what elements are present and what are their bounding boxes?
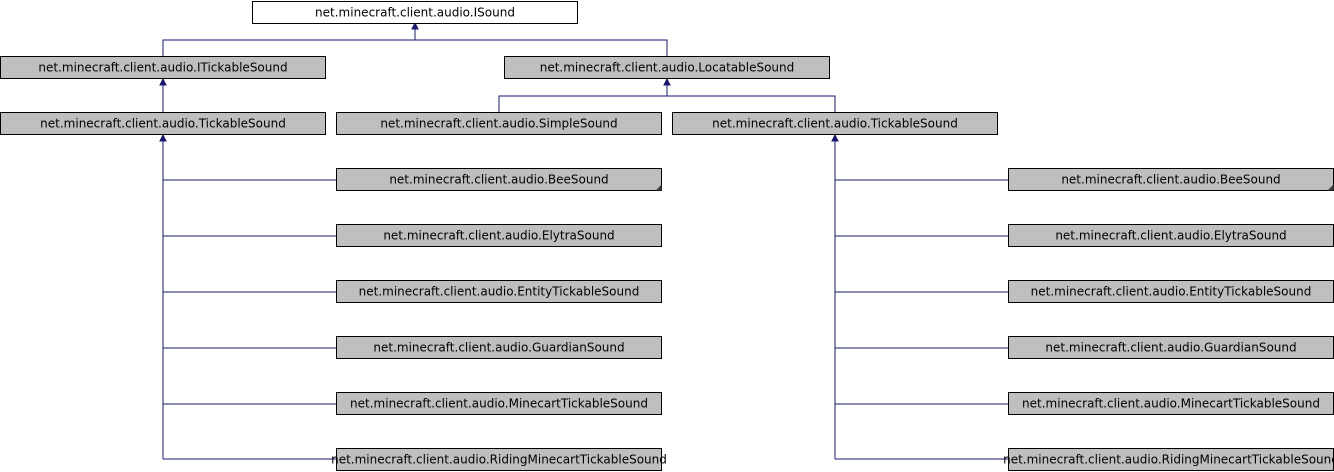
class-name-label: net.minecraft.client.audio.GuardianSound <box>1045 341 1296 355</box>
class-box <box>336 224 662 247</box>
class-node-guardian-left[interactable]: net.minecraft.client.audio.GuardianSound <box>336 336 662 359</box>
class-node-elytra-left[interactable]: net.minecraft.client.audio.ElytraSound <box>336 224 662 247</box>
class-name-label: net.minecraft.client.audio.LocatableSoun… <box>540 61 795 75</box>
inheritance-edges <box>159 21 1008 460</box>
class-node-locatable[interactable]: net.minecraft.client.audio.LocatableSoun… <box>504 56 830 79</box>
arrowhead-locatable <box>663 77 671 86</box>
class-node-isound[interactable]: net.minecraft.client.audio.ISound <box>252 1 578 24</box>
class-box <box>504 56 830 79</box>
class-node-entity-right[interactable]: net.minecraft.client.audio.EntityTickabl… <box>1008 280 1334 303</box>
class-node-bee-right[interactable]: net.minecraft.client.audio.BeeSound <box>1008 168 1334 191</box>
class-name-label: net.minecraft.client.audio.BeeSound <box>389 173 608 187</box>
class-box <box>336 168 662 191</box>
class-node-entity-left[interactable]: net.minecraft.client.audio.EntityTickabl… <box>336 280 662 303</box>
edge-locatable-children <box>498 95 836 112</box>
class-node-itickable[interactable]: net.minecraft.client.audio.ITickableSoun… <box>0 56 326 79</box>
class-box <box>336 392 662 415</box>
edge-isound-children <box>162 39 668 56</box>
more-subclasses-corner-icon <box>1327 184 1334 191</box>
class-node-minecart-right[interactable]: net.minecraft.client.audio.MinecartTicka… <box>1008 392 1334 415</box>
class-node-riding-left[interactable]: net.minecraft.client.audio.RidingMinecar… <box>331 448 667 471</box>
class-box <box>0 56 326 79</box>
arrowhead-tickable-left <box>159 133 167 142</box>
arrowhead-itickable <box>159 77 167 86</box>
class-name-label: net.minecraft.client.audio.ElytraSound <box>383 229 614 243</box>
class-name-label: net.minecraft.client.audio.TickableSound <box>712 117 958 131</box>
class-name-label: net.minecraft.client.audio.ISound <box>315 6 515 20</box>
class-name-label: net.minecraft.client.audio.MinecartTicka… <box>1022 397 1320 411</box>
class-node-riding-right[interactable]: net.minecraft.client.audio.RidingMinecar… <box>1003 448 1334 471</box>
class-name-label: net.minecraft.client.audio.ElytraSound <box>1055 229 1286 243</box>
class-name-label: net.minecraft.client.audio.ITickableSoun… <box>38 61 287 75</box>
class-box <box>336 448 662 471</box>
class-node-tickable-left[interactable]: net.minecraft.client.audio.TickableSound <box>0 112 326 135</box>
class-box <box>672 112 998 135</box>
class-name-label: net.minecraft.client.audio.GuardianSound <box>373 341 624 355</box>
class-node-guardian-right[interactable]: net.minecraft.client.audio.GuardianSound <box>1008 336 1334 359</box>
class-node-minecart-left[interactable]: net.minecraft.client.audio.MinecartTicka… <box>336 392 662 415</box>
arrowhead-isound <box>411 21 419 30</box>
class-name-label: net.minecraft.client.audio.SimpleSound <box>380 117 617 131</box>
class-name-label: net.minecraft.client.audio.EntityTickabl… <box>359 285 640 299</box>
class-box <box>336 280 662 303</box>
class-name-label: net.minecraft.client.audio.EntityTickabl… <box>1031 285 1312 299</box>
class-node-simple[interactable]: net.minecraft.client.audio.SimpleSound <box>336 112 662 135</box>
class-name-label: net.minecraft.client.audio.BeeSound <box>1061 173 1280 187</box>
more-subclasses-corner-icon <box>655 184 662 191</box>
class-name-label: net.minecraft.client.audio.MinecartTicka… <box>350 397 648 411</box>
class-name-label: net.minecraft.client.audio.RidingMinecar… <box>1003 453 1334 467</box>
class-name-label: net.minecraft.client.audio.TickableSound <box>40 117 286 131</box>
class-node-elytra-right[interactable]: net.minecraft.client.audio.ElytraSound <box>1008 224 1334 247</box>
class-node-bee-left[interactable]: net.minecraft.client.audio.BeeSound <box>336 168 662 191</box>
class-box <box>252 1 578 24</box>
class-name-label: net.minecraft.client.audio.RidingMinecar… <box>331 453 667 467</box>
class-box <box>336 336 662 359</box>
arrowhead-tickable-right <box>831 133 839 142</box>
class-box <box>336 112 662 135</box>
class-box <box>0 112 326 135</box>
class-node-tickable-right[interactable]: net.minecraft.client.audio.TickableSound <box>672 112 998 135</box>
